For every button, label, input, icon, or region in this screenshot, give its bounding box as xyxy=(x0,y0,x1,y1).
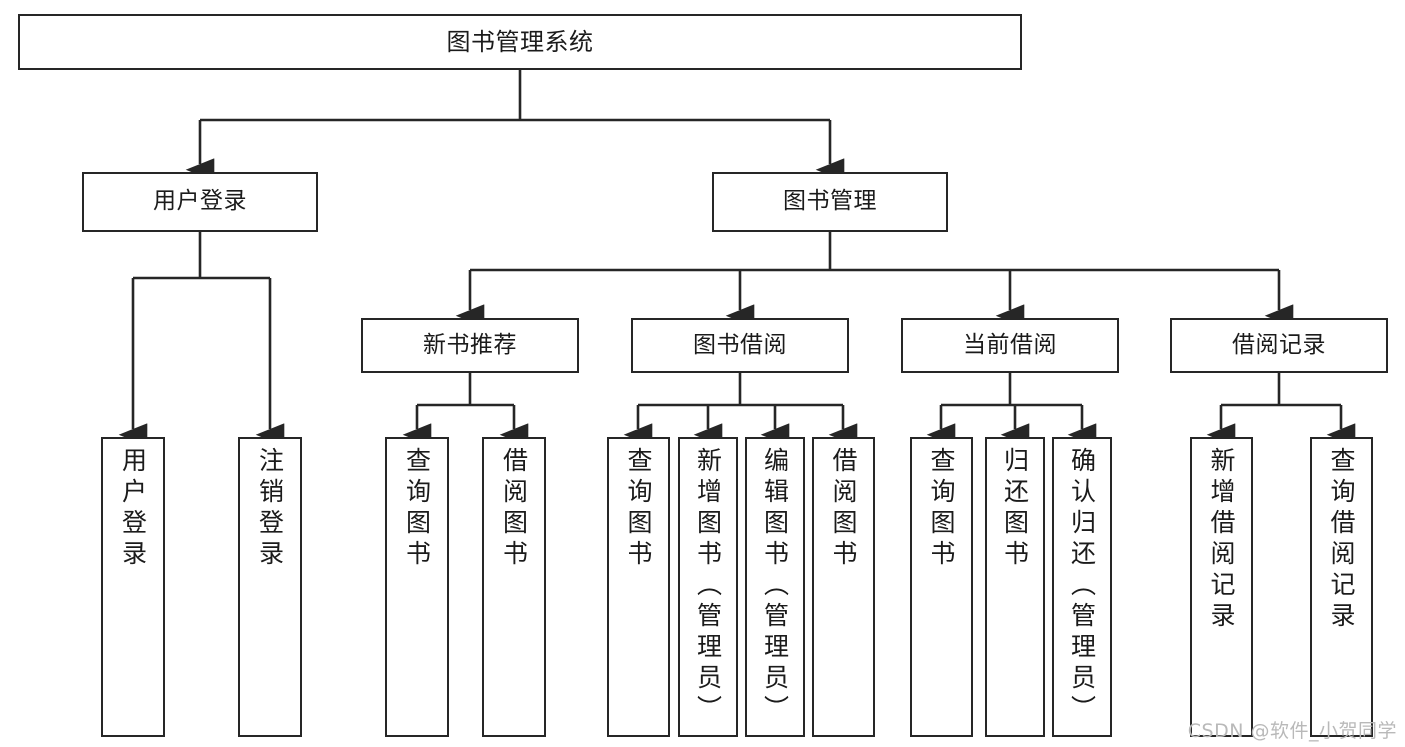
leaf-query-book-borrow[interactable]: 查询图书 xyxy=(607,437,670,737)
node-book-borrow-label: 图书借阅 xyxy=(693,331,787,358)
leaf-logout[interactable]: 注销登录 xyxy=(238,437,302,737)
leaf-query-book-newbook[interactable]: 查询图书 xyxy=(385,437,449,737)
leaf-logout-label: 注销登录 xyxy=(255,447,285,571)
node-current-borrow[interactable]: 当前借阅 xyxy=(901,318,1119,373)
leaf-query-book-current-label: 查询图书 xyxy=(927,447,956,571)
leaf-borrow-book-newbook[interactable]: 借阅图书 xyxy=(482,437,546,737)
leaf-edit-book-admin-label: 编辑图书（管理员） xyxy=(760,447,790,726)
leaf-return-book-label: 归还图书 xyxy=(1000,447,1030,571)
node-borrow-record-label: 借阅记录 xyxy=(1232,331,1326,358)
node-current-borrow-label: 当前借阅 xyxy=(963,331,1057,358)
node-root-book-management-system[interactable]: 图书管理系统 xyxy=(18,14,1022,70)
leaf-borrow-book-label: 借阅图书 xyxy=(829,447,858,571)
leaf-borrow-book-newbook-label: 借阅图书 xyxy=(499,447,529,571)
node-root-label: 图书管理系统 xyxy=(446,27,594,56)
leaf-return-book[interactable]: 归还图书 xyxy=(985,437,1045,737)
leaf-user-login[interactable]: 用户登录 xyxy=(101,437,165,737)
node-book-borrow[interactable]: 图书借阅 xyxy=(631,318,849,373)
leaf-query-book-newbook-label: 查询图书 xyxy=(402,447,432,571)
leaf-query-borrow-record-label: 查询借阅记录 xyxy=(1327,447,1356,633)
node-user-login-label: 用户登录 xyxy=(153,188,247,215)
leaf-borrow-book[interactable]: 借阅图书 xyxy=(812,437,875,737)
node-new-book-recommend-label: 新书推荐 xyxy=(423,331,517,358)
node-borrow-record[interactable]: 借阅记录 xyxy=(1170,318,1388,373)
csdn-watermark: CSDN @软件_小贺同学 xyxy=(1187,720,1397,742)
node-book-management[interactable]: 图书管理 xyxy=(712,172,948,232)
leaf-add-book-admin[interactable]: 新增图书（管理员） xyxy=(678,437,738,737)
leaf-add-borrow-record-label: 新增借阅记录 xyxy=(1207,447,1236,633)
leaf-query-book-current[interactable]: 查询图书 xyxy=(910,437,973,737)
leaf-add-borrow-record[interactable]: 新增借阅记录 xyxy=(1190,437,1253,737)
leaf-user-login-label: 用户登录 xyxy=(118,447,148,571)
leaf-confirm-return-admin[interactable]: 确认归还（管理员） xyxy=(1052,437,1112,737)
leaf-query-book-borrow-label: 查询图书 xyxy=(624,447,653,571)
node-user-login[interactable]: 用户登录 xyxy=(82,172,318,232)
node-new-book-recommend[interactable]: 新书推荐 xyxy=(361,318,579,373)
leaf-query-borrow-record[interactable]: 查询借阅记录 xyxy=(1310,437,1373,737)
leaf-edit-book-admin[interactable]: 编辑图书（管理员） xyxy=(745,437,805,737)
node-book-management-label: 图书管理 xyxy=(783,188,877,215)
leaf-confirm-return-admin-label: 确认归还（管理员） xyxy=(1067,447,1097,726)
leaf-add-book-admin-label: 新增图书（管理员） xyxy=(693,447,723,726)
